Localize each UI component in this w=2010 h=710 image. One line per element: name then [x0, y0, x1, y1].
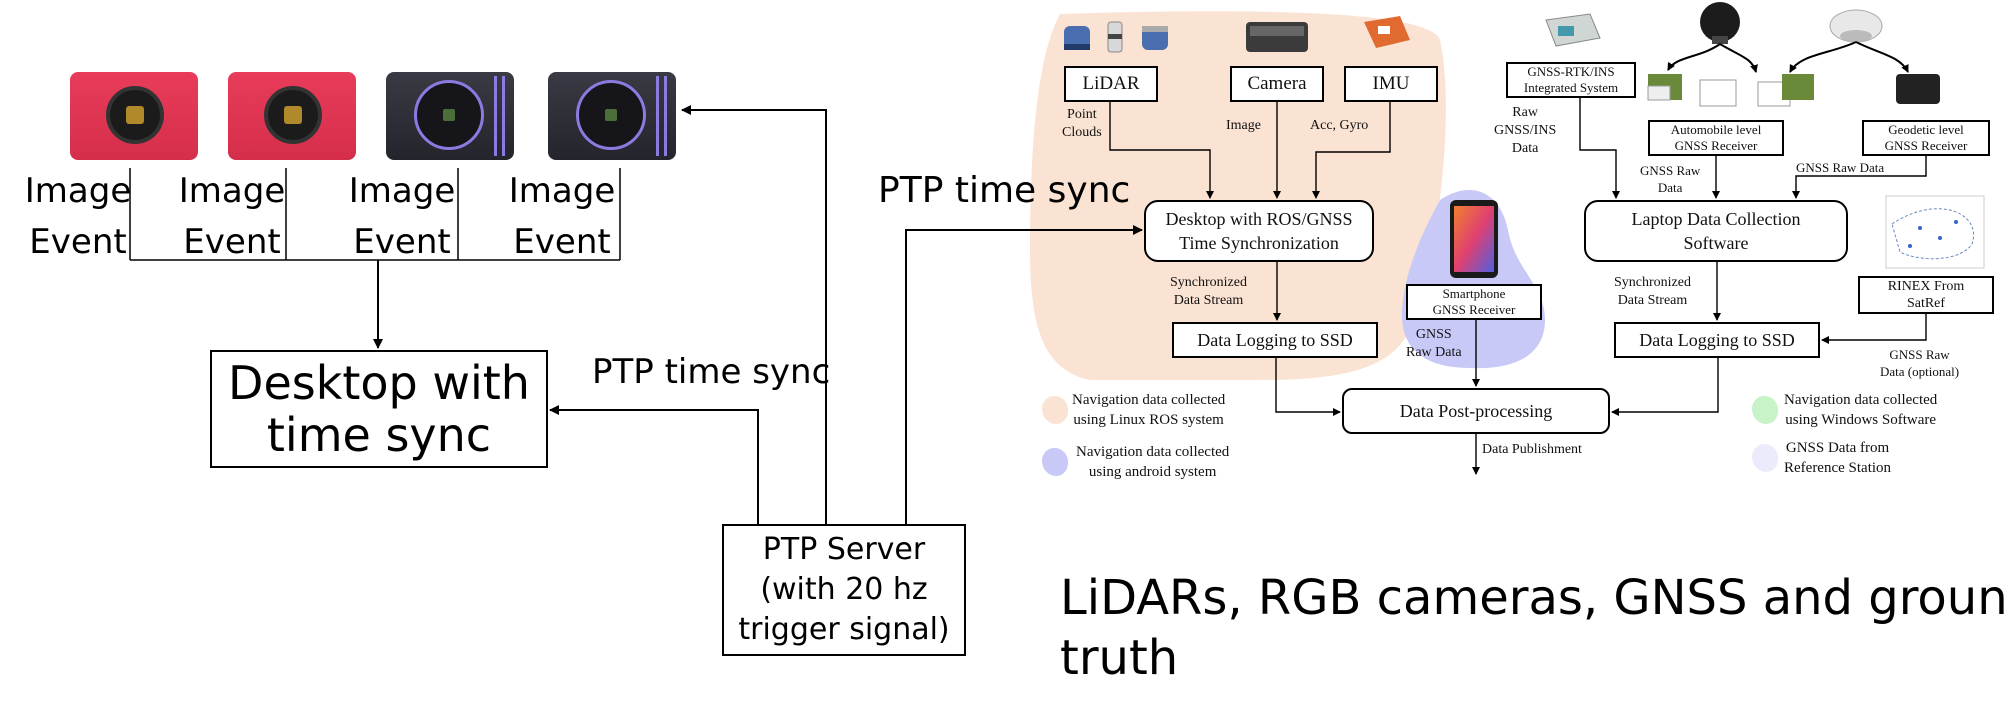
smartphone-icon	[1450, 200, 1498, 278]
desktop-time-sync-box: Desktop with time sync	[210, 350, 548, 468]
gnss-raw-optional-label: GNSS Raw Data (optional)	[1880, 347, 1960, 379]
ptp-sync-label-left: PTP time sync	[592, 352, 831, 392]
acc-gyro-label: Acc, Gyro	[1310, 118, 1369, 133]
legend-ros-label: Navigation data collected using Linux RO…	[1072, 392, 1226, 428]
sync-stream-label-2: Synchronized Data Stream	[1614, 275, 1691, 308]
caption-text: LiDARs, RGB cameras, GNSS and ground tru…	[1060, 570, 2010, 686]
camera-3-image	[386, 72, 514, 160]
gnss-raw-geodetic-label: GNSS Raw Data	[1796, 160, 1885, 175]
camera-1-image	[70, 72, 198, 160]
legend-windows-swatch	[1752, 396, 1778, 424]
gnss-rtk-ins-box: GNSS-RTK/INS Integrated System	[1506, 62, 1636, 98]
legend-reference-swatch	[1752, 444, 1778, 472]
automobile-receiver-box: Automobile level GNSS Receiver	[1648, 120, 1784, 156]
auto-receiver-boards-icon	[1647, 74, 1737, 107]
antenna-icon	[1700, 2, 1740, 44]
smartphone-receiver-box: Smartphone GNSS Receiver	[1406, 284, 1542, 320]
gnss-raw-phone-label: GNSS Raw Data	[1406, 327, 1462, 360]
raw-gnss-ins-label: Raw GNSS/INS Data	[1494, 105, 1557, 156]
left-connectors	[129, 105, 1143, 524]
laptop-software-box: Laptop Data Collection Software	[1584, 200, 1848, 262]
image-label: Image	[1226, 118, 1261, 133]
ros-region	[1030, 11, 1446, 380]
legend-windows-label: Navigation data collected using Windows …	[1784, 392, 1938, 428]
ptp-server-box: PTP Server (with 20 hz trigger signal)	[722, 524, 966, 656]
android-region	[1401, 190, 1545, 369]
data-post-processing-box: Data Post-processing	[1342, 388, 1610, 434]
camera-3-label: Image Event	[348, 171, 456, 262]
gnss-raw-auto-label: GNSS Raw Data	[1640, 163, 1701, 195]
lidar-icon	[1064, 21, 1168, 53]
imu-icon	[1364, 16, 1410, 48]
camera-device-icon	[1246, 22, 1308, 52]
imu-box: IMU	[1344, 66, 1438, 102]
geodetic-receiver-boards-icon	[1757, 74, 1940, 107]
camera-1-label: Image Event	[24, 171, 132, 262]
geodetic-receiver-box: Geodetic level GNSS Receiver	[1862, 120, 1990, 156]
sync-stream-label-1: Synchronized Data Stream	[1170, 275, 1247, 308]
data-publishment-label: Data Publishment	[1482, 442, 1582, 457]
camera-box: Camera	[1230, 66, 1324, 102]
gnss-rtk-icon	[1545, 13, 1601, 47]
point-clouds-label: Point Clouds	[1062, 107, 1102, 140]
camera-2-image	[228, 72, 356, 160]
right-connectors	[1109, 41, 1927, 475]
camera-4-image	[548, 72, 676, 160]
legend-android-swatch	[1042, 448, 1068, 476]
desktop-ros-box: Desktop with ROS/GNSS Time Synchronizati…	[1144, 200, 1374, 262]
camera-4-label: Image Event	[508, 171, 616, 262]
lidar-box: LiDAR	[1064, 66, 1158, 102]
legend-reference-label: GNSS Data from Reference Station	[1784, 440, 1892, 476]
legend-ros-swatch	[1042, 396, 1068, 424]
legend-android-label: Navigation data collected using android …	[1076, 444, 1230, 480]
data-logging-ssd-box-2: Data Logging to SSD	[1614, 322, 1820, 358]
geodetic-antenna-icon	[1829, 9, 1883, 43]
rinex-satref-box: RINEX From SatRef	[1858, 276, 1994, 314]
ptp-sync-label-right: PTP time sync	[878, 170, 1131, 211]
data-logging-ssd-box-1: Data Logging to SSD	[1172, 322, 1378, 358]
camera-2-label: Image Event	[178, 171, 286, 262]
satref-map-icon	[1885, 195, 1985, 269]
